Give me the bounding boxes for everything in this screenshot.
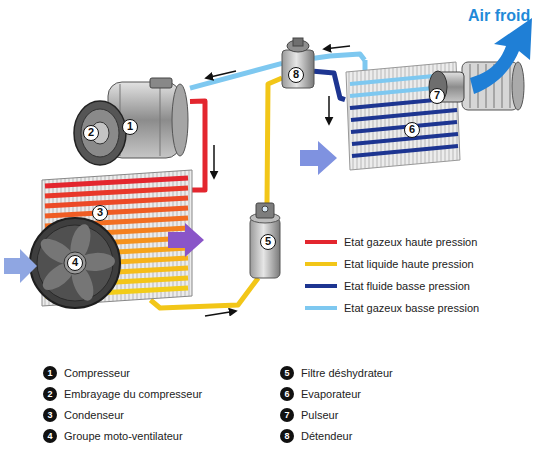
callout-number: 2 xyxy=(43,387,57,401)
component-box: 6 xyxy=(345,60,460,170)
component-box: 4 xyxy=(30,218,120,308)
callout-number: 3 xyxy=(43,408,57,422)
legend-text: Etat gazeux haute pression xyxy=(344,235,477,249)
part-name: Condenseur xyxy=(64,408,124,422)
cold-air-arrow xyxy=(470,18,532,94)
legend-text: Etat fluide basse pression xyxy=(344,279,470,293)
legend-text: Etat gazeux basse pression xyxy=(344,301,479,315)
valve-drawing xyxy=(282,38,314,88)
filter-drawing xyxy=(250,203,280,278)
air-arrow xyxy=(300,141,337,175)
component-box: 8 xyxy=(282,40,314,92)
component-box: 7 xyxy=(428,55,520,115)
callout-number: 3 xyxy=(92,205,108,221)
part-name: Groupe moto-ventilateur xyxy=(64,429,183,443)
flow-arrow xyxy=(213,145,215,178)
component-box: 2 xyxy=(72,101,128,165)
callout-number: 2 xyxy=(83,125,99,141)
refrigerant-pipe xyxy=(314,71,345,99)
flow-arrow xyxy=(205,311,236,316)
refrigerant-pipe xyxy=(314,54,365,60)
callout-number: 6 xyxy=(280,387,294,401)
part-name: Compresseur xyxy=(64,366,130,380)
part-name: Evaporateur xyxy=(301,387,361,401)
component-box: 3 xyxy=(38,175,190,300)
part-name: Filtre déshydrateur xyxy=(301,366,393,380)
part-name: Détendeur xyxy=(301,429,352,443)
callout-number: 8 xyxy=(288,67,304,83)
callout-number: 5 xyxy=(260,234,276,250)
flow-arrow xyxy=(328,96,330,124)
callout-number: 6 xyxy=(404,122,420,138)
component-box: 5 xyxy=(245,203,285,278)
callout-number: 1 xyxy=(43,366,57,380)
refrigerant-pipe xyxy=(267,78,282,203)
part-name: Embrayage du compresseur xyxy=(64,387,202,401)
callout-number: 5 xyxy=(280,366,294,380)
callout-number: 7 xyxy=(280,408,294,422)
legend-swatch xyxy=(305,262,337,266)
legend-swatch xyxy=(305,240,337,244)
legend-swatch xyxy=(305,284,337,288)
refrigerant-pipe xyxy=(190,63,282,88)
legend-swatch xyxy=(305,306,337,310)
air-arrow xyxy=(168,223,204,257)
legend-text: Etat liquide haute pression xyxy=(344,257,474,271)
part-name: Pulseur xyxy=(301,408,338,422)
fan-drawing xyxy=(30,218,120,308)
component-box: 1 xyxy=(95,75,190,163)
callout-number: 1 xyxy=(122,119,138,135)
evaporator-drawing xyxy=(346,60,460,170)
flow-arrow xyxy=(206,71,236,78)
air-label: Air froid xyxy=(468,6,530,26)
air-arrow xyxy=(4,249,37,283)
callout-number: 8 xyxy=(280,429,294,443)
clutch-drawing xyxy=(74,101,126,165)
flow-arrow xyxy=(324,46,350,49)
callout-number: 4 xyxy=(67,255,83,271)
callout-number: 7 xyxy=(429,88,445,104)
callout-number: 4 xyxy=(43,429,57,443)
